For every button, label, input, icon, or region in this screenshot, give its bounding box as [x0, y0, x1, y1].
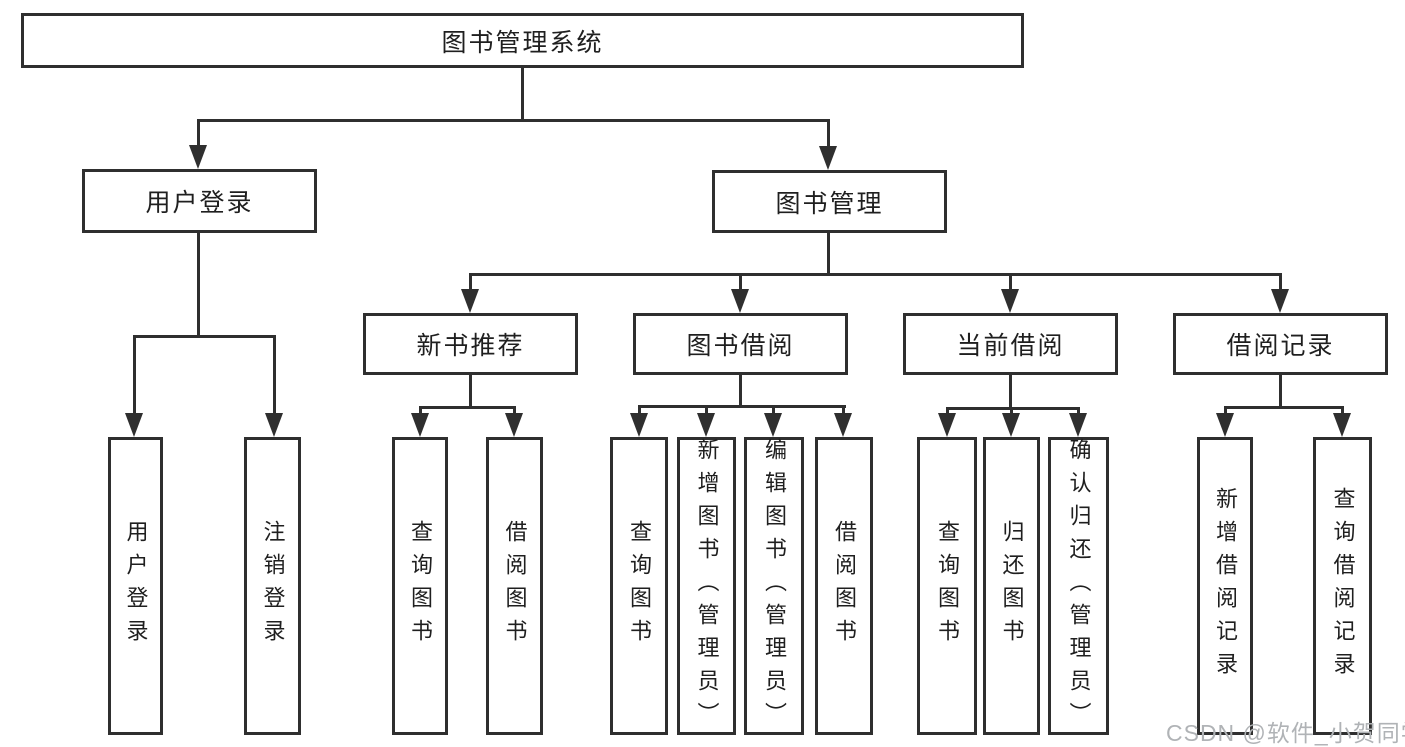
- node-root: 图书管理系统: [21, 13, 1024, 68]
- connector-line: [197, 119, 200, 147]
- node-book-borrow-label: 图书借阅: [686, 332, 795, 360]
- leaf-borrow-books-label: 借阅图书: [832, 520, 857, 652]
- connector-line: [827, 119, 830, 148]
- connector-line: [133, 335, 136, 415]
- arrowhead-down-icon: [834, 413, 852, 437]
- leaf-borrow-books-recommend: 借阅图书: [486, 437, 543, 735]
- connector-line: [469, 273, 1282, 276]
- connector-line: [842, 405, 845, 415]
- leaf-user-login-label: 用户登录: [123, 520, 149, 652]
- leaf-return-book-label: 归还图书: [999, 520, 1025, 652]
- connector-line: [419, 406, 516, 409]
- connector-line: [197, 119, 830, 122]
- arrowhead-down-icon: [505, 413, 523, 437]
- connector-line: [1010, 407, 1013, 415]
- node-root-label: 图书管理系统: [441, 28, 604, 57]
- arrowhead-down-icon: [764, 413, 782, 437]
- connector-line: [739, 375, 742, 405]
- connector-line: [419, 406, 422, 415]
- leaf-query-books-borrow: 查询图书: [610, 437, 668, 735]
- arrowhead-down-icon: [1333, 413, 1351, 437]
- leaf-add-book-admin: 新增图书（管理员）: [677, 437, 736, 735]
- node-book-borrow: 图书借阅: [633, 313, 848, 375]
- node-book-management-label: 图书管理: [775, 189, 884, 218]
- node-current-borrow-label: 当前借阅: [956, 332, 1065, 360]
- connector-line: [1077, 407, 1080, 415]
- node-borrow-records-label: 借阅记录: [1226, 332, 1335, 360]
- connector-line: [469, 375, 472, 406]
- connector-line: [638, 405, 641, 415]
- node-user-login-label: 用户登录: [145, 189, 254, 217]
- connector-line: [469, 273, 472, 291]
- leaf-query-books-recommend: 查询图书: [392, 437, 448, 735]
- arrowhead-down-icon: [461, 289, 479, 313]
- connector-line: [739, 273, 742, 291]
- node-user-login: 用户登录: [82, 169, 317, 233]
- connector-line: [772, 405, 775, 415]
- arrowhead-down-icon: [265, 413, 283, 437]
- arrowhead-down-icon: [731, 289, 749, 313]
- watermark: CSDN @软件_小贺同学: [1166, 720, 1405, 746]
- leaf-add-book-admin-label: 新增图书（管理员）: [694, 437, 720, 735]
- arrowhead-down-icon: [1001, 289, 1019, 313]
- leaf-query-books-borrow-label: 查询图书: [627, 520, 652, 652]
- leaf-query-borrow-record-label: 查询借阅记录: [1330, 487, 1356, 685]
- connector-line: [521, 68, 524, 119]
- leaf-query-borrow-record: 查询借阅记录: [1313, 437, 1372, 735]
- arrowhead-down-icon: [411, 413, 429, 437]
- arrowhead-down-icon: [938, 413, 956, 437]
- arrowhead-down-icon: [189, 145, 207, 169]
- node-current-borrow: 当前借阅: [903, 313, 1118, 375]
- connector-line: [1224, 406, 1227, 415]
- leaf-user-login: 用户登录: [108, 437, 163, 735]
- leaf-borrow-books: 借阅图书: [815, 437, 873, 735]
- arrowhead-down-icon: [697, 413, 715, 437]
- connector-line: [1224, 406, 1344, 409]
- connector-line: [133, 335, 276, 338]
- connector-line: [1341, 406, 1344, 415]
- connector-line: [946, 407, 949, 415]
- leaf-edit-book-admin-label: 编辑图书（管理员）: [762, 437, 787, 735]
- arrowhead-down-icon: [1216, 413, 1234, 437]
- connector-line: [946, 407, 1080, 410]
- arrowhead-down-icon: [1271, 289, 1289, 313]
- leaf-query-books-current-label: 查询图书: [935, 520, 960, 652]
- leaf-confirm-return-admin: 确认归还（管理员）: [1048, 437, 1109, 735]
- leaf-confirm-return-admin-label: 确认归还（管理员）: [1066, 437, 1092, 735]
- connector-line: [705, 405, 708, 415]
- arrowhead-down-icon: [1069, 413, 1087, 437]
- arrowhead-down-icon: [1002, 413, 1020, 437]
- arrowhead-down-icon: [819, 146, 837, 170]
- connector-line: [1279, 375, 1282, 406]
- connector-line: [1009, 375, 1012, 407]
- connector-line: [197, 233, 200, 335]
- node-new-book-recommend: 新书推荐: [363, 313, 578, 375]
- connector-line: [638, 405, 846, 408]
- connector-line: [513, 406, 516, 415]
- connector-line: [273, 335, 276, 415]
- leaf-query-books-recommend-label: 查询图书: [408, 520, 433, 652]
- node-borrow-records: 借阅记录: [1173, 313, 1388, 375]
- connector-line: [1279, 273, 1282, 291]
- leaf-edit-book-admin: 编辑图书（管理员）: [744, 437, 804, 735]
- leaf-add-borrow-record-label: 新增借阅记录: [1213, 487, 1238, 685]
- connector-line: [1009, 273, 1012, 291]
- arrowhead-down-icon: [125, 413, 143, 437]
- leaf-logout-label: 注销登录: [260, 520, 286, 652]
- node-book-management: 图书管理: [712, 170, 947, 233]
- leaf-logout: 注销登录: [244, 437, 301, 735]
- node-new-book-recommend-label: 新书推荐: [416, 332, 525, 360]
- arrowhead-down-icon: [630, 413, 648, 437]
- leaf-query-books-current: 查询图书: [917, 437, 977, 735]
- leaf-borrow-books-recommend-label: 借阅图书: [502, 520, 528, 652]
- connector-line: [827, 233, 830, 273]
- leaf-return-book: 归还图书: [983, 437, 1040, 735]
- leaf-add-borrow-record: 新增借阅记录: [1197, 437, 1253, 735]
